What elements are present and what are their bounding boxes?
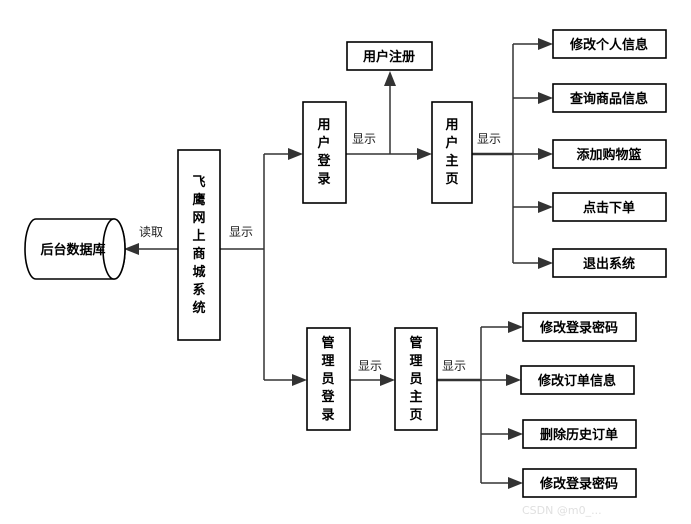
place-order-box <box>552 192 667 222</box>
user-home-box <box>431 101 473 204</box>
arrowhead-admin-home <box>380 374 395 386</box>
admin-home-char: 理 <box>409 354 422 369</box>
edge-label-show-main: 显示 <box>229 225 253 239</box>
watermark: CSDN @m0_... <box>522 504 602 517</box>
delete-order-label: 删除历史订单 <box>540 427 618 443</box>
main-system-char: 统 <box>192 300 205 316</box>
user-home-node: 用 户 主 页 <box>431 101 473 204</box>
admin-login-char: 员 <box>321 372 334 387</box>
modify-info-label: 修改个人信息 <box>569 37 648 53</box>
modify-password-label-1: 修改登录密码 <box>539 320 618 336</box>
admin-login-char: 管 <box>321 335 334 351</box>
admin-login-char: 登 <box>320 389 335 405</box>
admin-home-char: 员 <box>409 372 422 387</box>
admin-login-box <box>306 327 351 431</box>
user-login-char: 登 <box>316 153 331 169</box>
user-register-node: 用户注册 <box>346 41 433 71</box>
modify-order-label: 修改订单信息 <box>537 373 616 389</box>
arrowhead-database <box>124 243 139 255</box>
main-system-char: 商 <box>192 246 205 262</box>
exit-system-box <box>552 248 667 278</box>
user-login-char: 录 <box>317 172 330 187</box>
admin-home-char: 页 <box>409 408 422 423</box>
arrowhead-modify-info <box>538 38 553 50</box>
query-goods-box <box>552 83 667 113</box>
modify-info-box <box>552 29 667 59</box>
main-system-char: 上 <box>192 229 205 244</box>
add-basket-label: 添加购物篮 <box>576 147 641 163</box>
user-register-label: 用户注册 <box>362 49 415 65</box>
database-cylinder-end <box>102 218 126 280</box>
edge-label-show-user: 显示 <box>352 132 376 146</box>
connectors <box>136 43 542 484</box>
database-node: 后台数据库 <box>24 218 126 280</box>
modify-password-box-2 <box>522 468 637 498</box>
arrowhead-place-order <box>538 201 553 213</box>
database-label: 后台数据库 <box>40 242 105 258</box>
main-system-char: 网 <box>192 211 205 226</box>
admin-actions: 修改登录密码 修改订单信息 删除历史订单 修改登录密码 <box>520 312 637 498</box>
exit-system-label: 退出系统 <box>583 256 635 272</box>
arrowhead-modify-pwd-1 <box>508 321 523 333</box>
admin-home-char: 主 <box>409 389 422 405</box>
edge-label-read: 读取 <box>139 225 163 239</box>
arrowhead-register <box>384 71 396 86</box>
user-home-char: 户 <box>445 135 458 151</box>
admin-login-char: 理 <box>321 354 334 369</box>
arrowhead-modify-order <box>506 374 521 386</box>
user-home-char: 用 <box>444 118 458 133</box>
arrowhead-modify-pwd-2 <box>508 477 523 489</box>
arrowhead-user-home <box>417 148 432 160</box>
main-system-char: 鹰 <box>192 192 205 208</box>
user-register-box <box>346 41 433 71</box>
arrowhead-add-basket <box>538 148 553 160</box>
admin-home-box <box>394 327 438 431</box>
edge-labels: 读取 显示 显示 显示 显示 显示 <box>139 132 501 373</box>
modify-password-box-1 <box>522 312 637 342</box>
user-login-box <box>302 101 347 204</box>
place-order-label: 点击下单 <box>583 200 635 216</box>
user-home-char: 页 <box>445 172 458 187</box>
admin-login-node: 管 理 员 登 录 <box>306 327 351 431</box>
main-system-box <box>177 149 221 341</box>
user-login-node: 用 户 登 录 <box>302 101 347 204</box>
arrowhead-delete-order <box>508 428 523 440</box>
main-system-node: 飞 鹰 网 上 商 城 系 统 <box>177 149 221 341</box>
edge-label-show-admin-home: 显示 <box>442 359 466 373</box>
add-basket-box <box>552 139 667 169</box>
arrowhead-query-goods <box>538 92 553 104</box>
modify-order-box <box>520 365 635 395</box>
arrowheads <box>124 38 553 489</box>
arrowhead-exit <box>538 257 553 269</box>
admin-login-char: 录 <box>321 408 334 423</box>
user-login-char: 用 <box>316 118 330 133</box>
main-system-char: 系 <box>192 282 205 298</box>
arrowhead-user-login <box>288 148 303 160</box>
admin-home-char: 管 <box>409 335 422 351</box>
edge-label-show-user-home: 显示 <box>477 132 501 146</box>
admin-home-node: 管 理 员 主 页 <box>394 327 438 431</box>
main-system-char: 飞 <box>192 175 205 190</box>
modify-password-label-2: 修改登录密码 <box>539 476 618 492</box>
delete-order-box <box>522 419 637 449</box>
edge-label-show-admin: 显示 <box>358 359 382 373</box>
main-system-char: 城 <box>192 264 205 280</box>
user-actions: 修改个人信息 查询商品信息 添加购物篮 点击下单 退出系统 <box>552 29 667 278</box>
arrowhead-admin-login <box>292 374 307 386</box>
user-home-char: 主 <box>445 153 458 169</box>
user-login-char: 户 <box>317 135 330 151</box>
query-goods-label: 查询商品信息 <box>569 91 648 107</box>
